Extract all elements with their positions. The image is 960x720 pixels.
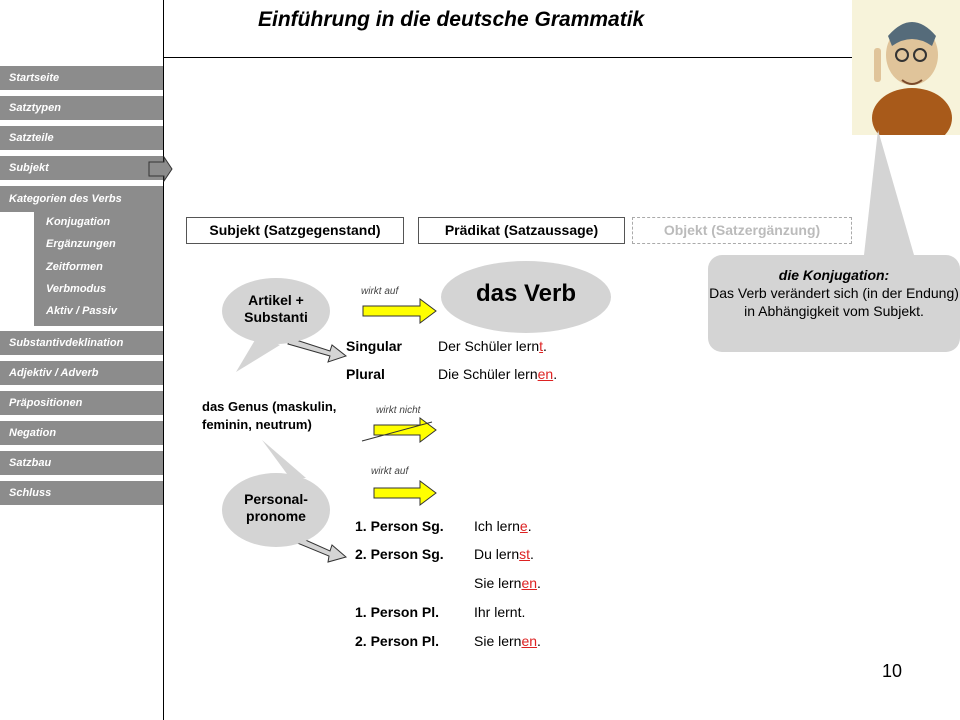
label-wirkt-auf-1: wirkt auf <box>361 286 399 297</box>
label-person-2-pl: 2. Person Pl. <box>355 633 440 649</box>
nav-zeitformen[interactable]: Zeitformen <box>46 261 103 273</box>
example-sie-formal: Sie lernen. <box>474 575 541 591</box>
wirkt-auf-arrow-2 <box>373 480 437 506</box>
wirkt-nicht-strike <box>361 421 433 442</box>
nav-praepositionen[interactable]: Präpositionen <box>0 391 163 415</box>
label-person-1-sg: 1. Person Sg. <box>355 518 444 534</box>
header-divider <box>163 57 853 58</box>
nav-konjugation[interactable]: Konjugation <box>46 216 111 228</box>
label-plural: Plural <box>346 366 385 382</box>
konjugation-callout-tail <box>864 130 914 255</box>
label-genus: das Genus (maskulin, feminin, neutrum) <box>202 399 337 432</box>
teacher-illustration <box>852 0 960 135</box>
nav-aktiv-passiv[interactable]: Aktiv / Passiv <box>46 305 117 317</box>
tab-subjekt[interactable]: Subjekt (Satzgegenstand) <box>186 217 404 244</box>
personal-callout-tail <box>262 440 306 478</box>
nav-adjektiv-adverb[interactable]: Adjektiv / Adverb <box>0 361 163 385</box>
tab-praedikat[interactable]: Prädikat (Satzaussage) <box>418 217 625 244</box>
nav-group-notch <box>0 212 34 326</box>
artikel-callout-tail <box>236 335 280 372</box>
nav-substantivdeklination[interactable]: Substantivdeklination <box>0 331 163 355</box>
example-singular: Der Schüler lernt. <box>438 338 547 354</box>
sidebar-divider <box>163 0 164 720</box>
label-wirkt-nicht: wirkt nicht <box>376 405 421 416</box>
artikel-to-singular-arrow <box>287 337 348 363</box>
konjugation-text: Das Verb verändert sich (in der Endung) … <box>709 285 959 319</box>
nav-schluss[interactable]: Schluss <box>0 481 163 505</box>
example-person-2-sg: Du lernst. <box>474 546 534 562</box>
example-person-1-pl: Ihr lernt. <box>474 604 526 620</box>
konjugation-heading: die Konjugation: <box>778 267 890 283</box>
nav-group-kategorien-des-verbs: Kategorien des Verbs Konjugation Ergänzu… <box>0 186 163 326</box>
next-arrow-icon[interactable] <box>148 156 174 182</box>
nav-verbmodus[interactable]: Verbmodus <box>46 283 107 295</box>
page-title: Einführung in die deutsche Grammatik <box>258 8 645 31</box>
nav-satztypen[interactable]: Satztypen <box>0 96 163 120</box>
nav-startseite[interactable]: Startseite <box>0 66 163 90</box>
example-person-1-sg: Ich lerne. <box>474 518 532 534</box>
nav-satzbau[interactable]: Satzbau <box>0 451 163 475</box>
nav-subjekt[interactable]: Subjekt <box>0 156 163 180</box>
example-person-2-pl: Sie lernen. <box>474 633 541 649</box>
label-wirkt-auf-2: wirkt auf <box>371 466 409 477</box>
nav-ergaenzungen[interactable]: Ergänzungen <box>46 238 116 250</box>
nav-satzteile[interactable]: Satzteile <box>0 126 163 150</box>
wirkt-nicht-arrow <box>373 417 437 443</box>
nav-negation[interactable]: Negation <box>0 421 163 445</box>
label-person-2-sg: 2. Person Sg. <box>355 546 444 562</box>
nav-group-header[interactable]: Kategorien des Verbs <box>9 193 122 205</box>
label-person-1-pl: 1. Person Pl. <box>355 604 440 620</box>
wirkt-auf-arrow-1 <box>362 298 437 324</box>
tab-objekt[interactable]: Objekt (Satzergänzung) <box>632 217 852 244</box>
bubble-das-verb: das Verb <box>441 261 611 333</box>
bubble-artikel-substantiv: Artikel + Substanti <box>222 278 330 344</box>
bubble-personalpronomen: Personal-pronome <box>222 473 330 547</box>
example-plural: Die Schüler lernen. <box>438 366 558 382</box>
konjugation-callout: die Konjugation: Das Verb verändert sich… <box>708 255 960 352</box>
label-singular: Singular <box>346 338 403 354</box>
page-number: 10 <box>882 661 903 681</box>
